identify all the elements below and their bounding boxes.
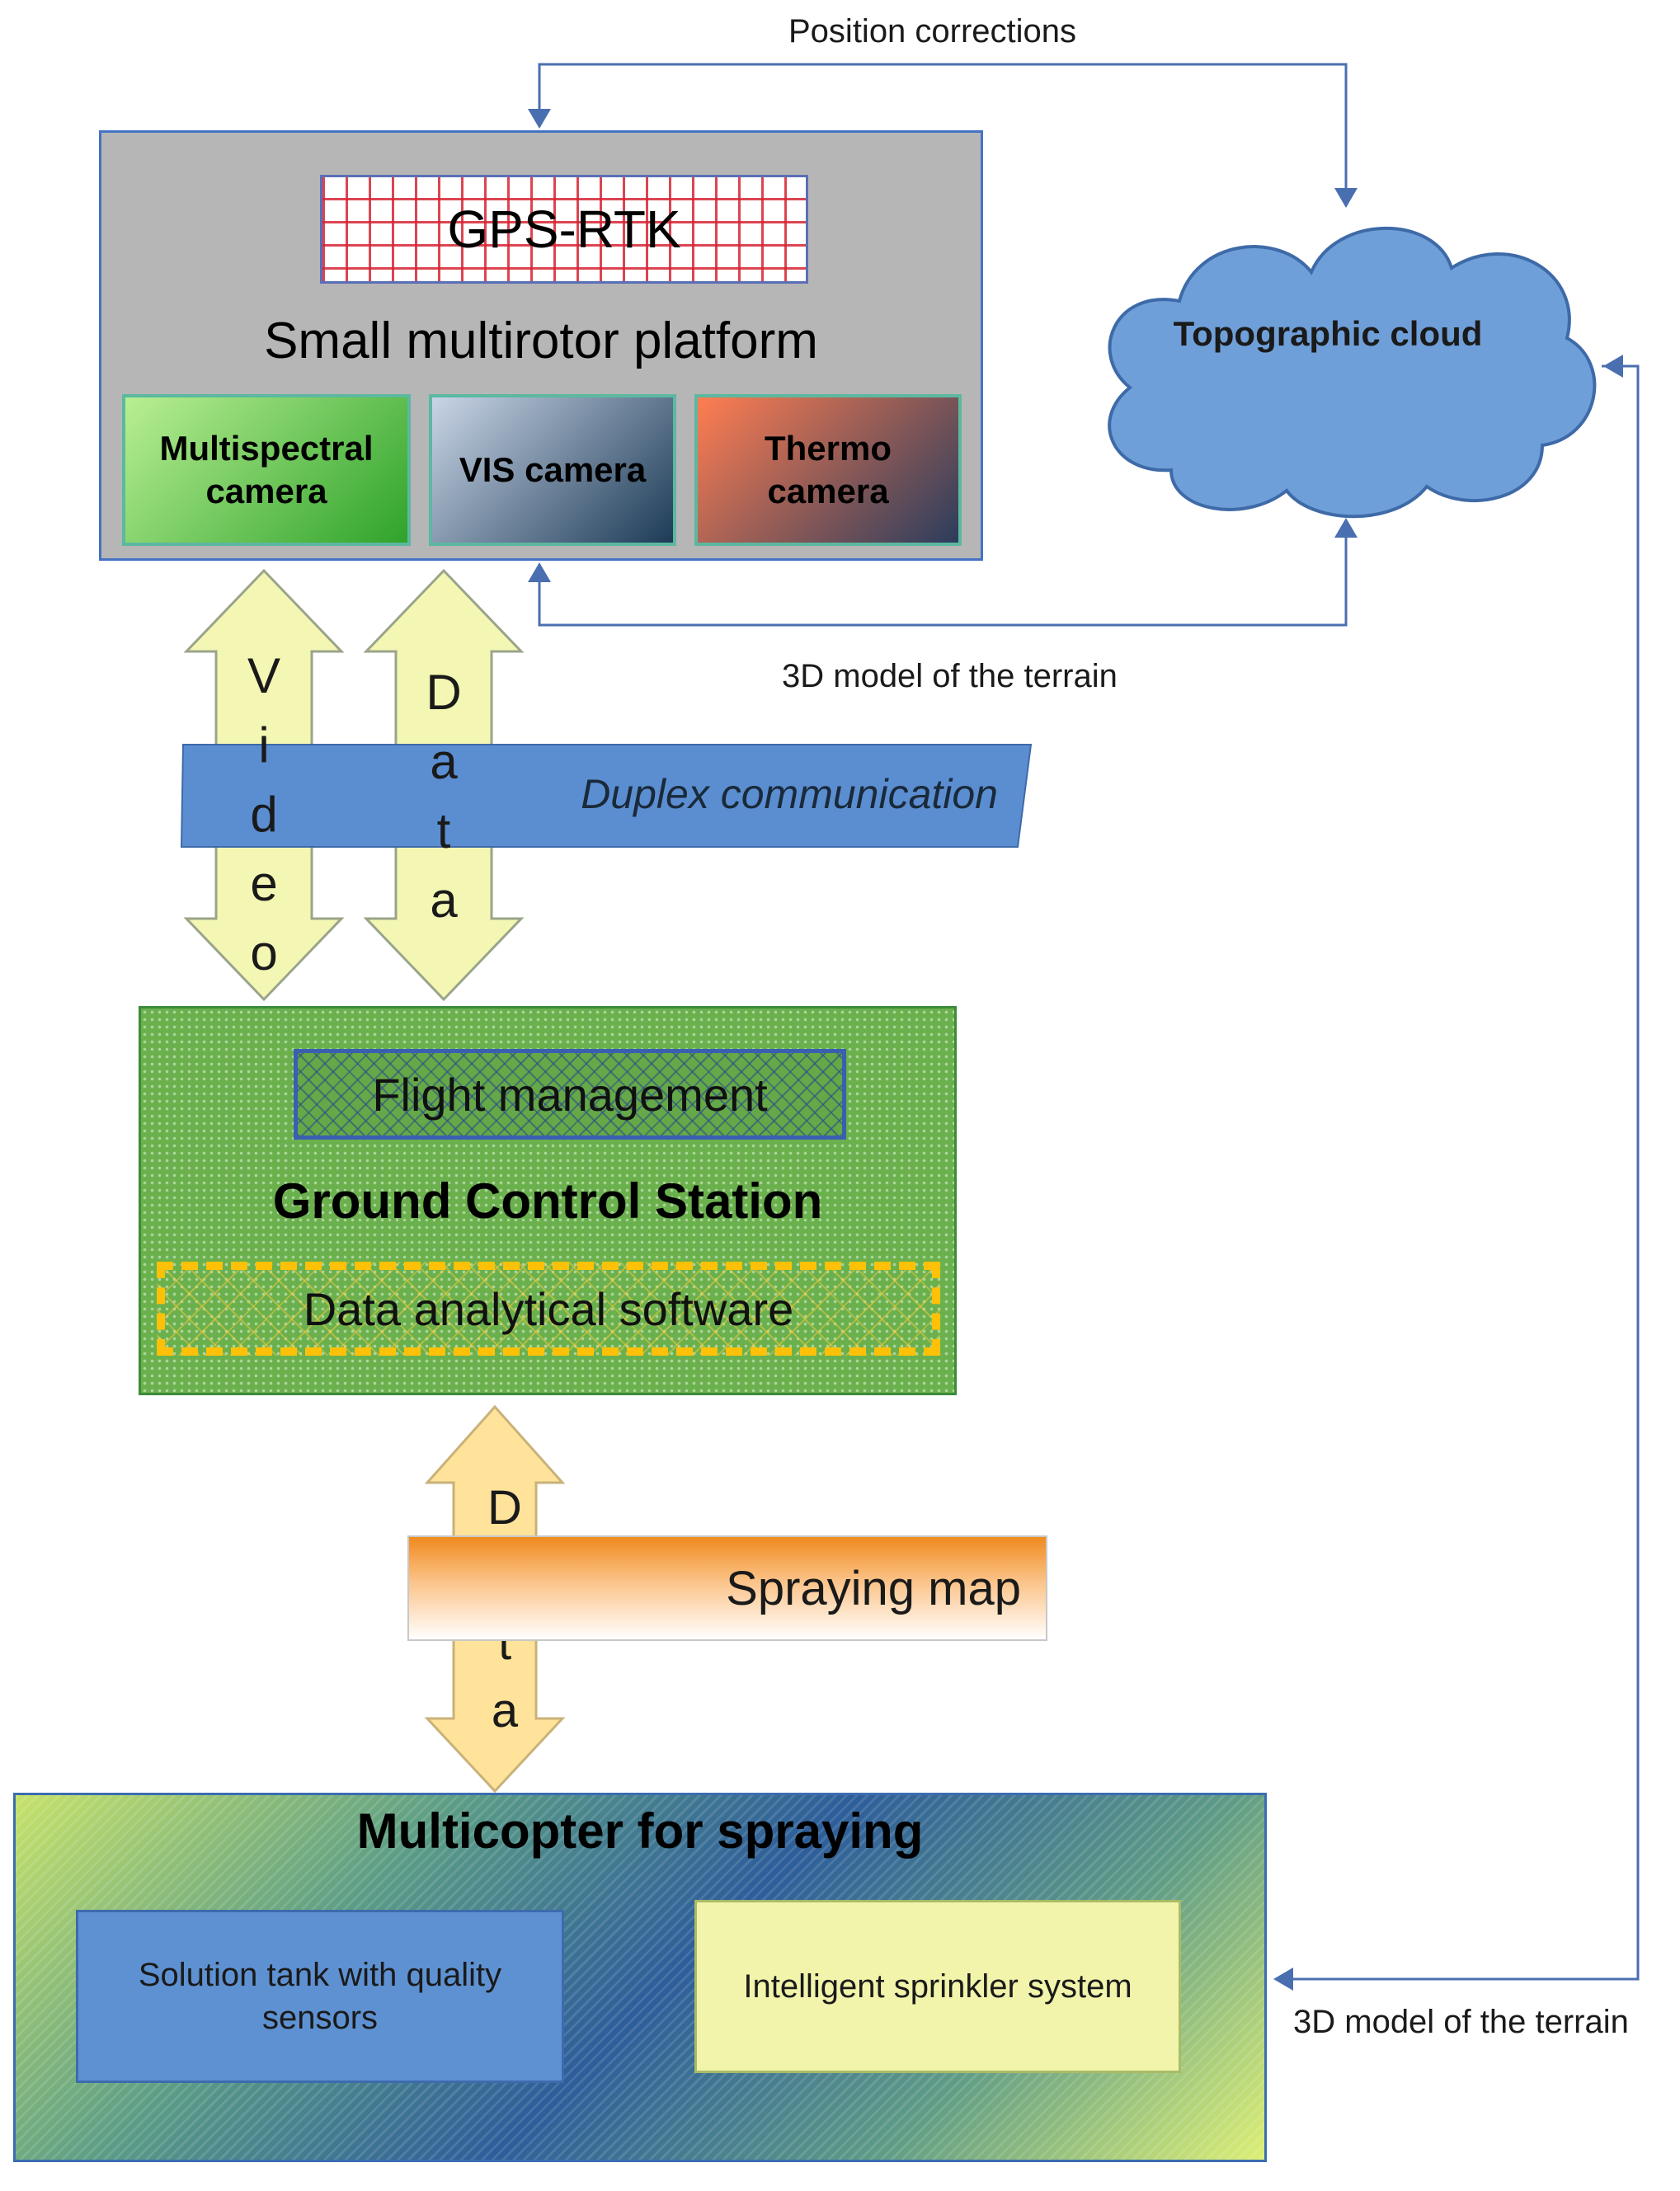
arrowhead-to-cloud-right bbox=[1603, 355, 1623, 378]
topographic-cloud-label: Topographic cloud bbox=[1173, 314, 1483, 353]
multispectral-camera-label: Multispectral camera bbox=[159, 429, 374, 510]
thermo-camera: Thermo camera bbox=[694, 394, 962, 546]
arrowhead-to-multicopter bbox=[1273, 1968, 1293, 1991]
data-analytical-software-label: Data analytical software bbox=[303, 1282, 794, 1335]
video-label: V i d e o bbox=[247, 648, 281, 980]
solution-tank-module: Solution tank with quality sensors bbox=[76, 1910, 564, 2083]
solution-tank-label: Solution tank with quality sensors bbox=[138, 1957, 502, 2036]
thermo-camera-label: Thermo camera bbox=[764, 429, 892, 510]
model-of-terrain-label-top: 3D model of the terrain bbox=[782, 658, 1118, 694]
duplex-communication-label: Duplex communication bbox=[581, 771, 998, 817]
sprinkler-system-module: Intelligent sprinkler system bbox=[694, 1900, 1181, 2073]
spraying-map-banner: Spraying map bbox=[407, 1535, 1047, 1641]
multispectral-camera: Multispectral camera bbox=[122, 394, 411, 546]
arrowhead-to-uav-top bbox=[528, 109, 551, 129]
data-analytical-software-module: Data analytical software bbox=[157, 1262, 940, 1356]
cloud-icon bbox=[1108, 226, 1597, 519]
data-label: D a t a bbox=[426, 665, 462, 928]
position-corrections-label: Position corrections bbox=[788, 13, 1077, 49]
arrowhead-to-cloud-bottom bbox=[1334, 518, 1358, 538]
vis-camera: VIS camera bbox=[429, 394, 676, 546]
gps-rtk-label: GPS-RTK bbox=[447, 200, 681, 259]
duplex-communication-banner bbox=[180, 744, 1033, 848]
edge-model-bottom bbox=[1277, 364, 1640, 1981]
spraying-map-label: Spraying map bbox=[726, 1561, 1021, 1615]
gps-rtk-module: GPS-RTK bbox=[320, 175, 808, 284]
arrowhead-to-cloud-top bbox=[1334, 188, 1358, 208]
edge-position-corrections bbox=[538, 63, 1348, 206]
multicopter-title: Multicopter for spraying bbox=[356, 1803, 924, 1859]
arrowhead-to-uav-bottom bbox=[528, 562, 551, 582]
flight-management-module: Flight management bbox=[294, 1049, 846, 1140]
ground-control-station-title: Ground Control Station bbox=[272, 1173, 823, 1229]
edge-model-top bbox=[538, 521, 1348, 627]
sprinkler-system-label: Intelligent sprinkler system bbox=[743, 1968, 1132, 2005]
vis-camera-label: VIS camera bbox=[459, 450, 647, 489]
model-of-terrain-label-bottom: 3D model of the terrain bbox=[1293, 2004, 1629, 2040]
flight-management-label: Flight management bbox=[372, 1068, 768, 1121]
uav-platform-title: Small multirotor platform bbox=[264, 313, 818, 369]
